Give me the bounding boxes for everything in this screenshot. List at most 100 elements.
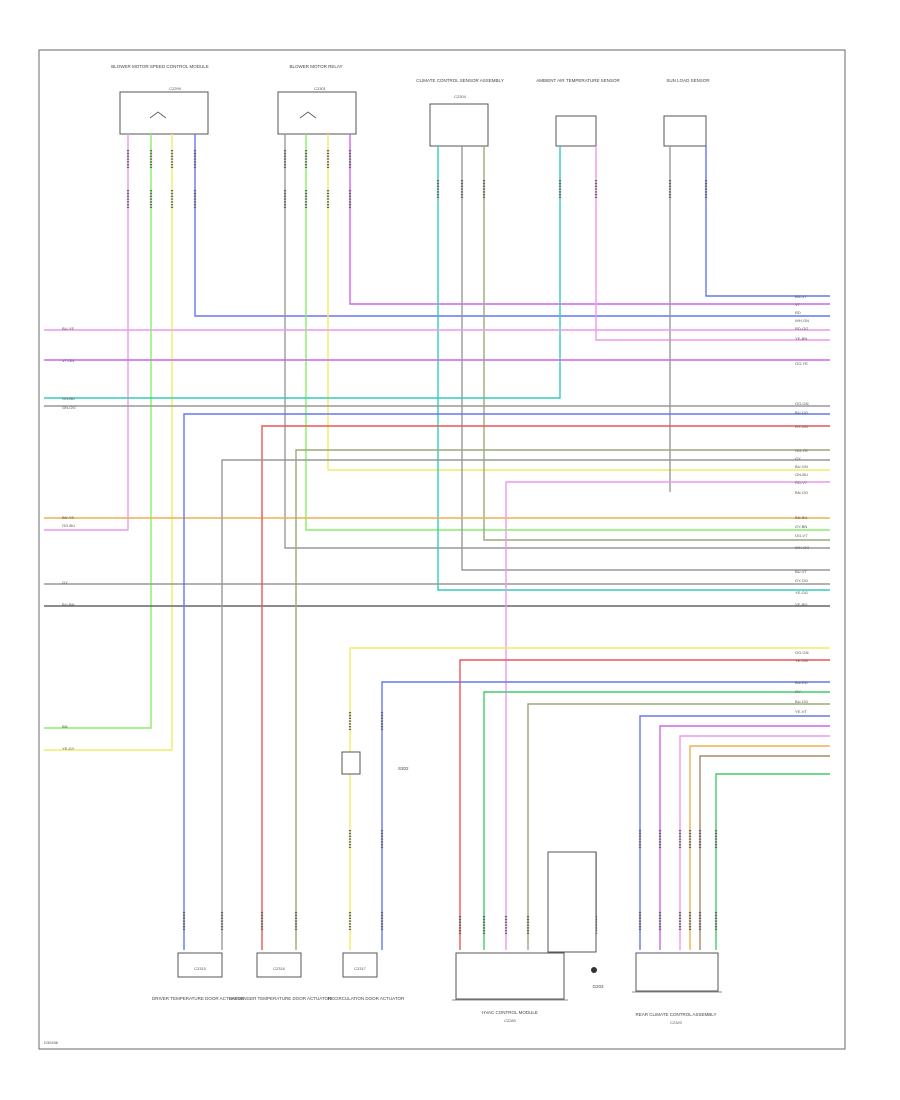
connector-group [126,150,718,934]
pass-door-actuator-code: C2316 [273,966,286,971]
rear-control-label: REAR CLIMATE CONTROL ASSEMBLY [636,1012,717,1017]
right-label-gy3: GY [795,689,801,694]
component-hvac-actuator: BLOWER MOTOR SPEED CONTROL MODULE C2299 [111,64,209,135]
right-label-ye-bn: YE-BN [795,336,807,341]
right-label-gy-og: GY-OG [795,424,808,429]
wire-lime-1 [44,134,152,729]
right-label-bn-rd: BN-RD [795,680,808,685]
wire-group [44,134,830,950]
left-label-gy: GY [62,580,68,585]
right-label-og-ye: OG-YE [795,361,808,366]
left-label-ye-gy: YE-GY [62,746,75,751]
wire-green-29 [483,691,830,950]
wire-gray-4 [284,134,830,549]
recirc-actuator-label: RECIRCULATION DOOR ACTUATOR [328,996,405,1001]
left-label-gn-bu: GN-BU [62,396,75,401]
wire-yellow-26 [349,647,830,950]
wire-olive-30 [527,703,830,950]
ground-label: G203 [592,984,604,989]
right-label-bu-og2: BU-OG [795,699,808,704]
sun-sensor-box [663,115,707,147]
wire-pink-12 [595,146,830,341]
right-label-bu-gn: BU-GN [795,464,808,469]
ground-icon [591,967,597,973]
component-cabin-sensor: CLIMATE CONTROL SENSOR ASSEMBLY C2304 [416,78,504,147]
right-label-rd-og: RD-OG [795,326,808,331]
wire-pink-33 [679,735,830,950]
right-label-ye-vt: YE-VT [795,709,807,714]
wire-blue-14 [705,146,830,297]
right-label-bu-vt: BU-VT [795,569,808,574]
left-label-bu-ye: BU-YE [62,326,75,331]
wire-olive-23 [295,449,830,950]
wire-violet-7 [349,134,830,305]
wire-lime-5 [305,134,830,531]
wire-teal-11 [44,146,561,399]
right-label-gy-og2: GY-OG [795,578,808,583]
splice-label: S302 [398,766,409,771]
diagram-frame [38,49,846,1050]
component-ambient-sensor: AMBIENT AIR TEMPERATURE SENSOR C2305 [536,78,621,147]
right-label-gn-bu2: GN-BU [795,472,808,477]
recirc-actuator-box [342,952,378,978]
right-label-bn-bu: BN-BU [795,515,808,520]
right-label-ye-rd: YE-RD [795,602,808,607]
wire-blue-21 [183,413,830,950]
right-label-ye-gn: YE-GN [795,658,808,663]
wire-olive-10 [483,146,830,541]
component-hvac-module: HVAC CONTROL MODULE C2280 [452,851,597,1023]
cabin-sensor-code: C2304 [454,94,467,99]
ambient-sensor-label: AMBIENT AIR TEMPERATURE SENSOR [536,78,620,83]
hvac-panel-code: C2301 [314,86,327,91]
splice-inline-box [341,751,361,775]
wire-orange-34 [689,745,830,950]
wire-blue-3 [194,134,830,317]
left-wire-labels: BU-YE VT-GN GN-BU GN-OG BN-YE OG-BU GY B… [62,326,76,751]
right-label-wh-og: WH-OG [795,545,809,550]
wire-pink-0 [44,134,129,531]
rear-control-code: C2320 [670,1020,683,1025]
cabin-sensor-label: CLIMATE CONTROL SENSOR ASSEMBLY [416,78,503,83]
right-label-og-gn: OG-GN [795,401,809,406]
wire-red-27 [459,659,830,950]
wire-yellow-2 [44,134,173,751]
right-label-rd: RD [795,310,801,315]
right-label-og-vt: OG-VT [795,533,808,538]
right-wire-labels: BN-VT VT RD WH-GN RD-OG YE-BN OG-YE OG-G… [795,294,809,714]
wire-blue-28 [381,681,830,950]
wire-blue-31 [639,715,830,950]
hvac-module-label: HVAC CONTROL MODULE [482,1010,538,1015]
right-label-vt: VT [795,302,801,307]
right-label-bn-vt: BN-VT [795,294,808,299]
left-label-bn-ye: BN-YE [62,515,75,520]
hvac-module-box [455,952,565,1000]
left-label-vt-gn: VT-GN [62,358,74,363]
right-label-gy-bn: GY-BN [795,524,807,529]
component-recirc-actuator: C2317 RECIRCULATION DOOR ACTUATOR [328,952,405,1001]
right-label-og-ye2: OG-YE [795,448,808,453]
sun-sensor-label: SUN LOAD SENSOR [666,78,710,83]
wire-violet-32 [659,725,830,950]
cabin-sensor-box [429,103,489,147]
ground-g203: G203 [591,967,604,989]
right-label-gy2: GY [795,456,801,461]
hvac-module-link [547,851,597,953]
right-label-ye-og: YE-OG [795,590,808,595]
right-label-rd-vt: RD-VT [795,480,808,485]
component-pass-door-actuator: C2316 PASSENGER TEMPERATURE DOOR ACTUATO… [229,952,332,1001]
driver-door-actuator-code: C2315 [194,966,207,971]
component-rear-control: REAR CLIMATE CONTROL ASSEMBLY C2320 [632,952,722,1025]
driver-door-actuator-box [177,952,223,978]
wire-yellow-6 [327,134,830,471]
wire-green-36 [715,773,830,950]
wire-gray-24 [221,459,830,950]
right-label-bu-og: BU-OG [795,410,808,415]
wire-teal-8 [437,146,830,591]
right-label-og-gn2: OG-GN [795,650,809,655]
hvac-actuator-code: C2299 [169,86,182,91]
driver-door-actuator-label: DRIVER TEMPERATURE DOOR ACTUATOR [152,996,245,1001]
rear-control-box [635,952,719,992]
right-label-wh-gn: WH-GN [795,318,809,323]
component-sun-sensor: SUN LOAD SENSOR C2306 [663,78,710,147]
